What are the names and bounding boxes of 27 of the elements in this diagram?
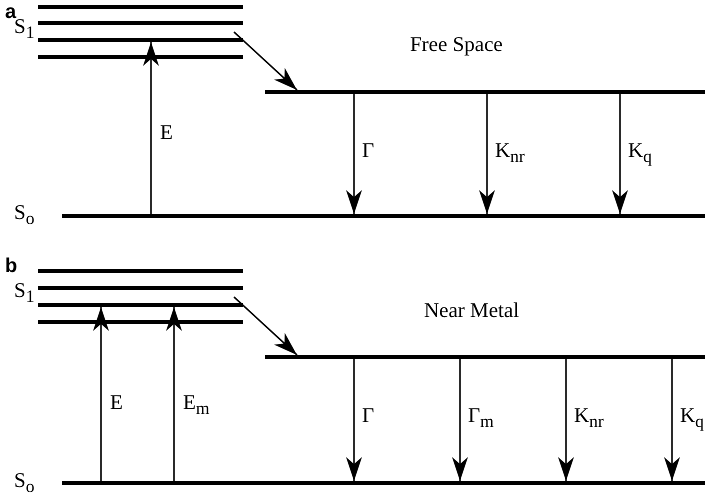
- arrow: [346, 94, 362, 214]
- level-label: S$_{o}$: [14, 202, 34, 228]
- edge-label: K$_{nr}$: [574, 405, 604, 431]
- edge-label: Γ: [362, 405, 374, 426]
- panel-letter: b: [5, 256, 18, 276]
- edge-label: K$_{q}$: [628, 140, 652, 166]
- arrow: [612, 94, 628, 214]
- condition-label: Free Space: [410, 34, 503, 55]
- arrow: [558, 359, 574, 481]
- edge-label: K$_{nr}$: [495, 140, 525, 166]
- arrow: [452, 359, 468, 481]
- edge-label: E: [160, 122, 173, 143]
- arrow: [346, 359, 362, 481]
- edge-label: E: [110, 392, 123, 413]
- arrow: [93, 307, 109, 481]
- arrow: [479, 94, 495, 214]
- level-label: S$_{1}$: [14, 280, 34, 306]
- edge-label: K$_{q}$: [680, 405, 704, 431]
- arrow: [664, 359, 680, 481]
- arrow: [143, 42, 159, 214]
- panel-letter: a: [5, 2, 16, 22]
- edge-label: Γ$_{m}$: [468, 405, 494, 431]
- edge-label: Γ: [362, 140, 374, 161]
- condition-label: Near Metal: [424, 300, 520, 321]
- edge-label: E$_{m}$: [183, 392, 210, 418]
- arrow: [166, 307, 182, 481]
- level-label: S$_{o}$: [14, 470, 34, 496]
